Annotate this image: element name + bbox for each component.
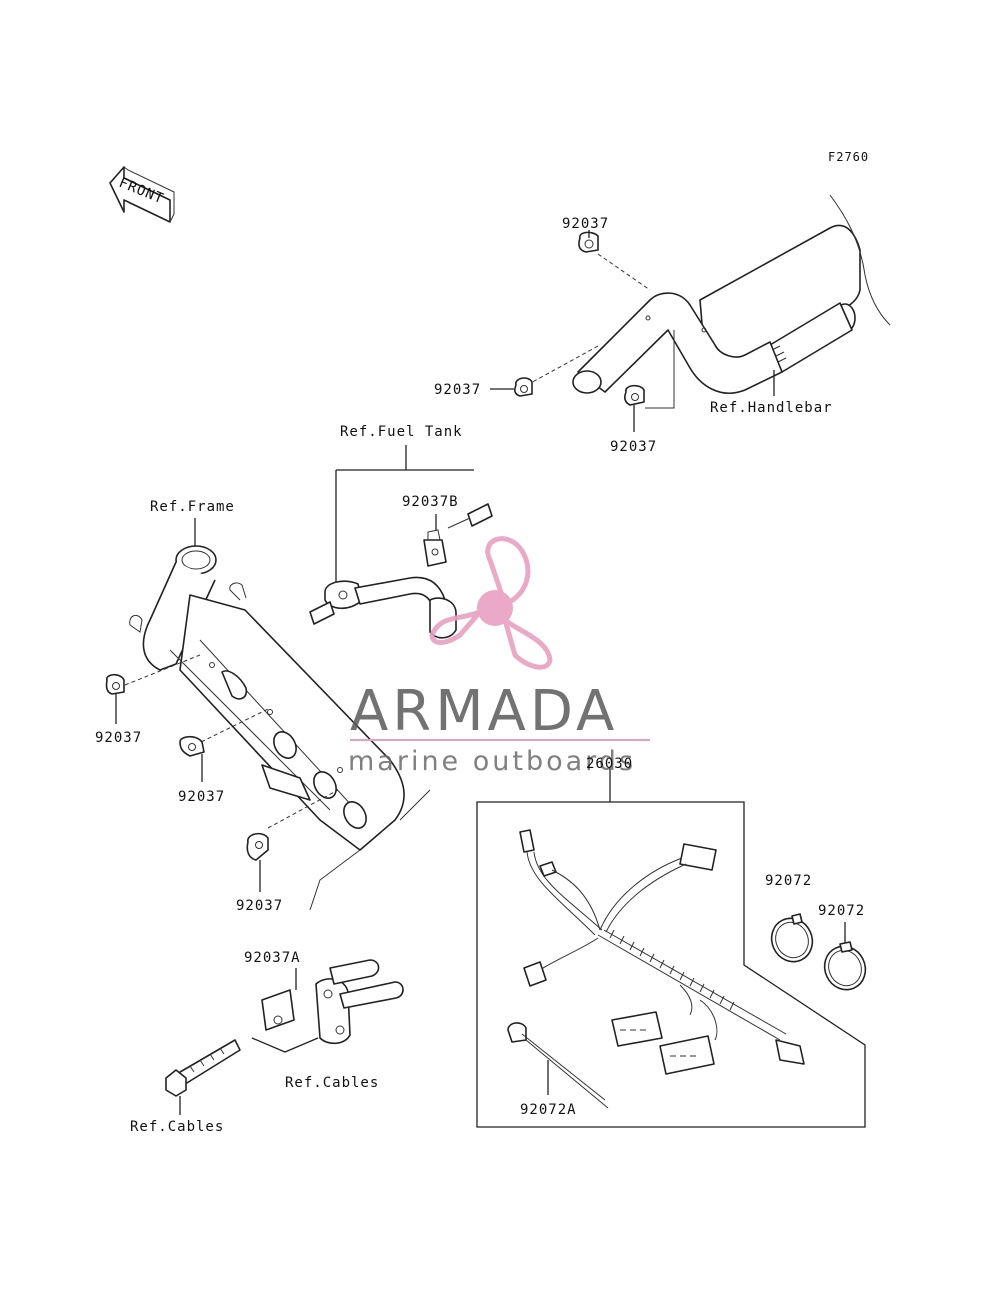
label-ref-fuel-tank: Ref.Fuel Tank	[340, 424, 463, 440]
cable-tie-92072a	[507, 1022, 609, 1109]
label-92037-handle-right: 92037	[610, 439, 657, 455]
cable-holder-92037a	[165, 959, 404, 1097]
label-92037b: 92037B	[402, 494, 459, 510]
clamp-92037-top	[578, 230, 599, 253]
watermark-tagline: marine outboards	[348, 746, 636, 777]
harness-box-outline	[476, 801, 866, 1128]
handlebar-drawing	[526, 194, 891, 409]
clip-92037b	[423, 503, 493, 567]
front-arrow-icon: FRONT	[109, 166, 175, 223]
label-92072-1: 92072	[765, 873, 812, 889]
clamp-92037-frame-3	[246, 832, 269, 892]
band-92072-1	[770, 913, 814, 963]
label-92037-handle-left: 92037	[434, 382, 481, 398]
label-ref-cables-lower: Ref.Cables	[130, 1119, 224, 1135]
label-92037-frame-1: 92037	[95, 730, 142, 746]
clamp-92037-handle-right	[624, 384, 645, 432]
wiring-harness-drawing	[519, 829, 805, 1075]
label-ref-handlebar: Ref.Handlebar	[710, 400, 833, 416]
figure-code: F2760	[828, 150, 869, 164]
harness-tape	[609, 929, 735, 1011]
band-92072-2	[823, 941, 867, 991]
clamp-92037-frame-2	[179, 735, 205, 782]
frame-drawing	[129, 545, 431, 911]
label-92072a: 92072A	[520, 1102, 577, 1118]
label-92037-frame-2: 92037	[178, 789, 225, 805]
label-ref-frame: Ref.Frame	[150, 499, 235, 515]
armada-logo-icon	[429, 536, 553, 670]
label-26030: 26030	[586, 756, 633, 772]
clamp-92037-handle-left	[490, 377, 533, 397]
label-92072-2: 92072	[818, 903, 865, 919]
watermark-brand: ARMADA	[350, 679, 618, 744]
clamp-92037-frame-1	[105, 673, 125, 724]
label-92037a: 92037A	[244, 950, 301, 966]
label-92037-frame-3: 92037	[236, 898, 283, 914]
label-ref-cables-upper: Ref.Cables	[285, 1075, 379, 1091]
label-92037-top: 92037	[562, 216, 609, 232]
